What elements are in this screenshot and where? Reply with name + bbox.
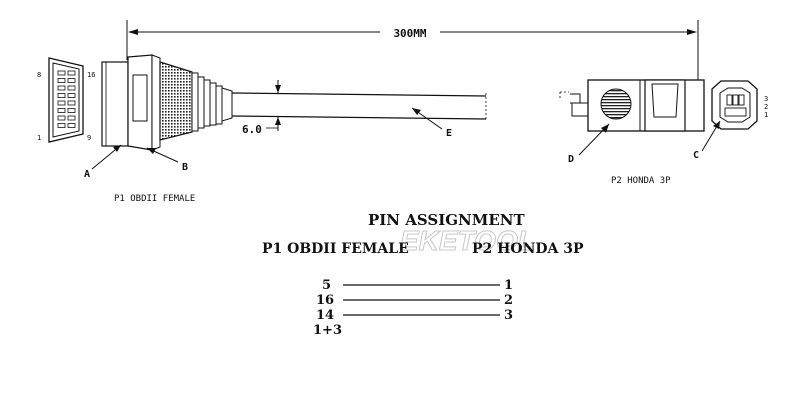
pin-row-left: 1+3 [313, 323, 342, 338]
pin-assignment-table: PIN ASSIGNMENT P1 OBDII FEMALE P2 HONDA … [262, 211, 584, 338]
honda-pin-3: 3 [764, 95, 768, 103]
obd-pin-socket [67, 85, 76, 91]
callout-a: A [84, 169, 90, 180]
length-dimension: 300MM [126, 20, 699, 118]
pin-row-right: 3 [504, 308, 513, 323]
obd-pin-socket [67, 93, 76, 98]
pin-row-left: 5 [322, 278, 331, 293]
length-label: 300MM [393, 27, 426, 40]
diameter-label: 6.0 [242, 123, 262, 136]
honda-pin-1: 1 [764, 111, 768, 119]
obd-pin-socket [67, 100, 76, 106]
obd-pin-socket [57, 123, 66, 128]
obd-connector-face: 8 16 1 9 [37, 57, 95, 143]
obd-pin-8: 8 [37, 71, 41, 79]
pin-row-right: 1 [504, 278, 513, 293]
obd-pin-9: 9 [87, 134, 91, 142]
pin-assignment-left-header: P1 OBDII FEMALE [262, 241, 409, 257]
obd-pin-socket [67, 123, 76, 128]
callout-c: C [693, 150, 699, 161]
obd-pin-socket [57, 70, 66, 76]
obd-pin-socket [57, 85, 66, 91]
obd-pin-socket [67, 115, 76, 121]
obd-pin-socket [57, 100, 66, 106]
honda-connector-face: 3 2 1 [711, 80, 768, 130]
callout-b: B [182, 162, 188, 173]
obd-pin-1: 1 [37, 134, 41, 142]
caption-p2: P2 HONDA 3P [611, 176, 671, 186]
pin-row-right: 2 [504, 293, 513, 308]
honda-pin-2: 2 [764, 103, 768, 111]
obd-pin-socket [67, 108, 76, 113]
caption-p1: P1 OBDII FEMALE [114, 194, 195, 204]
cable [231, 92, 487, 120]
pin-row-left: 16 [316, 293, 334, 308]
obd-pin-array [57, 70, 76, 128]
obd-connector-body [101, 54, 233, 151]
callout-d: D [568, 154, 574, 165]
obd-pin-socket [67, 70, 76, 76]
obd-pin-socket [57, 78, 66, 83]
pin-assignment-title: PIN ASSIGNMENT [368, 211, 525, 229]
callouts: A B E D C [84, 107, 721, 180]
obd-pin-socket [57, 108, 66, 113]
obd-pin-16: 16 [87, 71, 95, 79]
pin-assignment-right-header: P2 HONDA 3P [472, 241, 584, 257]
diameter-dimension: 6.0 [242, 80, 281, 136]
obd-pin-socket [57, 93, 66, 98]
watermark: EKETOOL [400, 225, 535, 256]
honda-connector-body [559, 79, 705, 132]
pin-row-left: 14 [316, 308, 334, 323]
obd-pin-socket [57, 115, 66, 121]
callout-e: E [446, 128, 452, 139]
obd-pin-socket [67, 78, 76, 83]
